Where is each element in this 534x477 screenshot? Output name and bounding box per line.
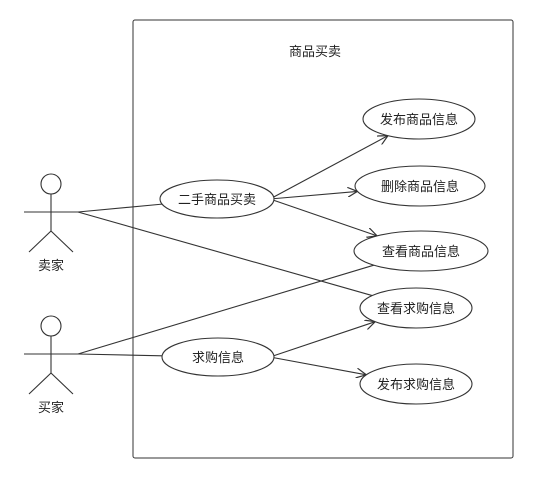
usecase-view_goods[interactable]: 查看商品信息 [353, 230, 489, 272]
usecase-trade[interactable]: 二手商品买卖 [159, 179, 275, 219]
usecase-label: 二手商品买卖 [178, 193, 256, 208]
usecase-label: 发布求购信息 [377, 377, 455, 393]
usecase-oval [353, 230, 489, 272]
usecase-label: 删除商品信息 [381, 179, 459, 195]
include-arrow-trade-delete_goods [269, 191, 357, 200]
association-seller-view_request [77, 211, 373, 297]
include-arrow-trade-publish_goods [269, 136, 388, 200]
actor-buyer[interactable]: 买家 [24, 315, 78, 416]
association-seller-trade [77, 203, 163, 213]
usecase-label: 发布商品信息 [380, 112, 458, 128]
association-buyer-view_goods [77, 264, 374, 355]
usecase-oval [359, 287, 473, 329]
usecase-oval [362, 98, 476, 140]
usecase-oval [354, 165, 486, 207]
usecase-oval [161, 337, 275, 377]
system-title: 商品买卖 [289, 45, 341, 60]
include-arrow-request-view_request [269, 322, 375, 358]
actor-left-leg [28, 230, 52, 253]
actor-right-leg [50, 372, 74, 395]
usecase-request[interactable]: 求购信息 [161, 337, 275, 377]
usecase-label: 查看求购信息 [377, 301, 455, 317]
include-arrow-request-publish_request [269, 356, 366, 375]
usecase-oval [359, 363, 473, 405]
usecase-publish_goods[interactable]: 发布商品信息 [362, 98, 476, 140]
usecase-view_request[interactable]: 查看求购信息 [359, 287, 473, 329]
usecase-delete_goods[interactable]: 删除商品信息 [354, 165, 486, 207]
actor-right-leg [50, 230, 74, 253]
actor-label: 买家 [38, 400, 64, 416]
actor-head-icon [40, 173, 62, 195]
include-arrow-trade-view_goods [269, 198, 377, 236]
usecase-publish_request[interactable]: 发布求购信息 [359, 363, 473, 405]
edges-layer [77, 136, 388, 375]
usecase-label: 查看商品信息 [382, 244, 460, 260]
actor-left-leg [28, 372, 52, 395]
usecase-label: 求购信息 [192, 350, 244, 366]
actor-label: 卖家 [38, 258, 64, 274]
actor-head-icon [40, 315, 62, 337]
association-buyer-request [77, 353, 163, 357]
actor-seller[interactable]: 卖家 [24, 173, 78, 274]
usecase-oval [159, 179, 275, 219]
